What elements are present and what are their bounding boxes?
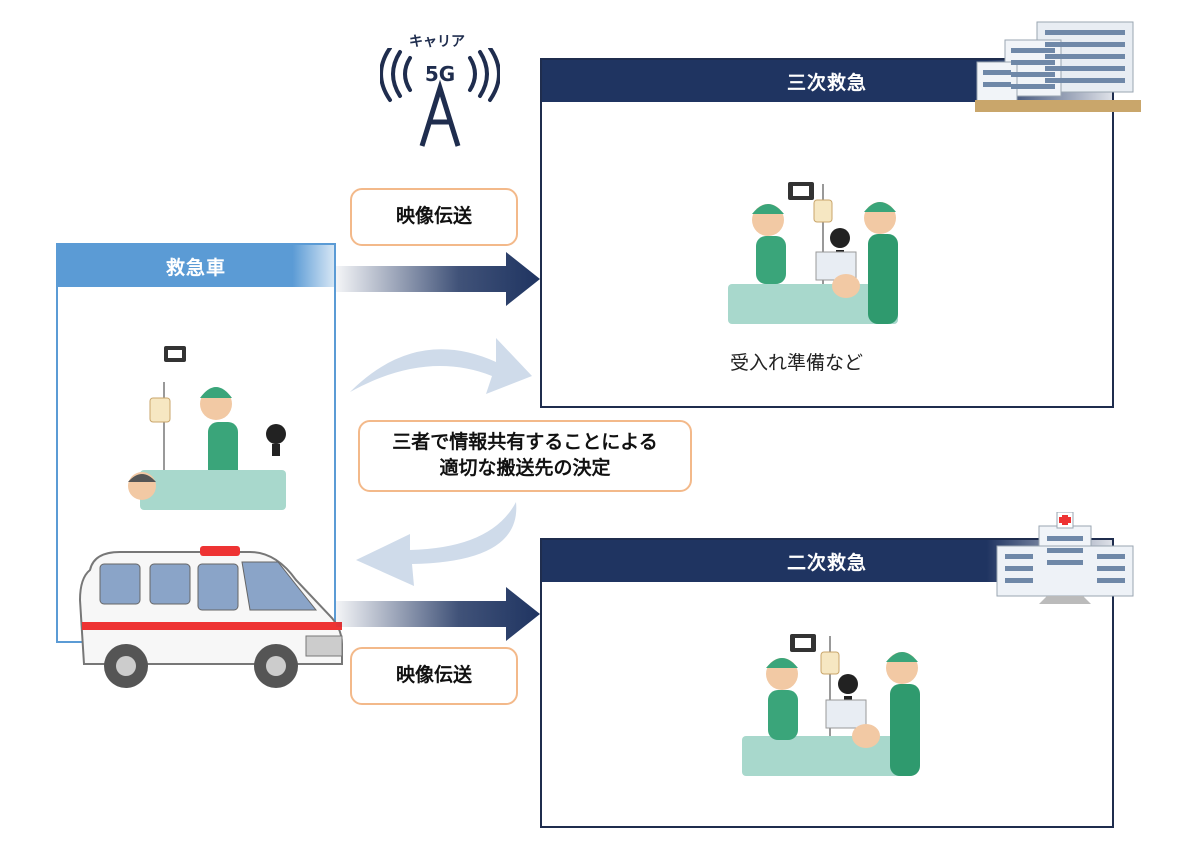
antenna-5g-icon [380, 48, 500, 147]
tertiary-caption: 受入れ準備など [730, 352, 864, 374]
transfer-label-top: 映像伝送 [350, 188, 518, 246]
curved-arrow-down [356, 502, 517, 586]
ambulance-care-illustration [128, 346, 286, 510]
transfer-arrow-top [336, 252, 540, 306]
transfer-arrow-bottom [336, 587, 540, 641]
transfer-label-bottom: 映像伝送 [350, 647, 518, 705]
center-note-line1: 三者で情報共有することによる [392, 431, 658, 454]
tertiary-surgery-illustration [728, 182, 898, 324]
secondary-surgery-illustration [742, 634, 920, 776]
tertiary-emergency-panel: 三次救急 受入れ準備など [540, 58, 1114, 408]
ambulance-vehicle-icon [78, 546, 343, 688]
clinic-building-icon [996, 512, 1134, 604]
curved-arrow-up [350, 338, 532, 394]
badge-5g: 5G [424, 62, 456, 86]
ambulance-title: 救急車 [58, 245, 334, 287]
center-note-line2: 適切な搬送先の決定 [439, 457, 611, 479]
hospital-building-icon [975, 21, 1141, 112]
carrier-label: キャリア [409, 34, 465, 50]
center-note-box: 三者で情報共有することによる 適切な搬送先の決定 [358, 420, 692, 492]
